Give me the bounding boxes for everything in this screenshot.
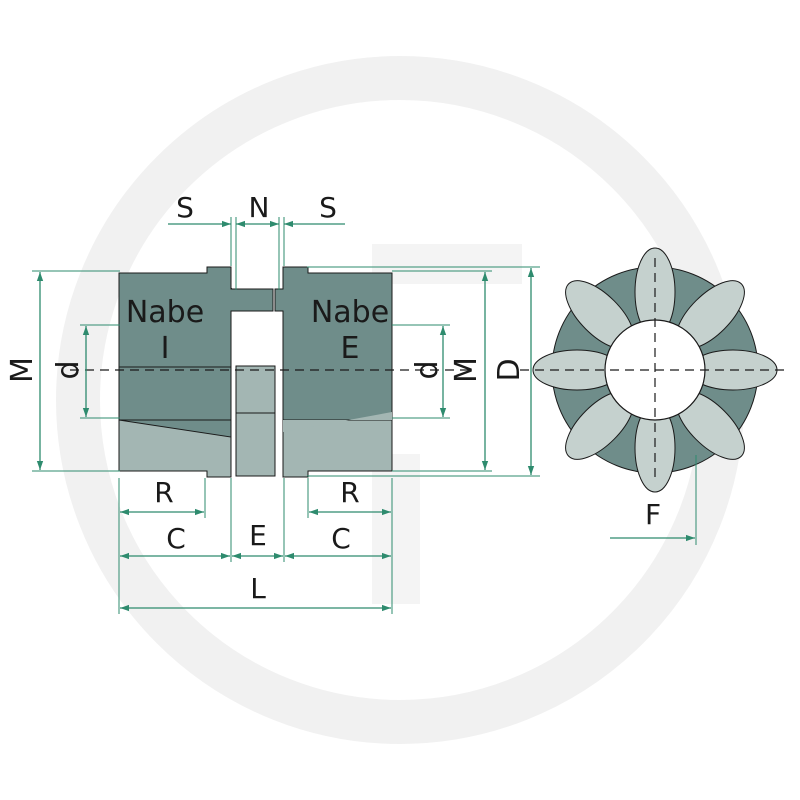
label-s-right: S bbox=[319, 191, 337, 224]
label-s-left: S bbox=[176, 191, 194, 224]
label-d-left: d bbox=[51, 360, 86, 379]
label-r-right: R bbox=[340, 476, 359, 509]
spider-section bbox=[235, 365, 276, 477]
hub-left-letter: I bbox=[161, 331, 170, 366]
label-d-right: d bbox=[410, 360, 445, 379]
label-c-left: C bbox=[166, 522, 186, 555]
hub-right bbox=[274, 266, 393, 478]
extension-lines bbox=[32, 217, 697, 614]
label-l: L bbox=[250, 572, 266, 605]
hub-left-word: Nabe bbox=[126, 295, 204, 330]
label-m-left: M bbox=[5, 357, 40, 383]
label-c-right: C bbox=[331, 522, 351, 555]
label-m-right: M bbox=[449, 357, 484, 383]
label-d-outer: D bbox=[492, 358, 527, 381]
dimension-arrows bbox=[36, 220, 695, 612]
hub-left bbox=[118, 266, 274, 478]
label-r-left: R bbox=[154, 476, 173, 509]
label-n: N bbox=[249, 191, 270, 224]
hub-right-word: Nabe bbox=[311, 295, 389, 330]
label-f: F bbox=[645, 498, 661, 531]
hub-right-letter: E bbox=[341, 331, 360, 366]
label-e: E bbox=[249, 519, 267, 552]
